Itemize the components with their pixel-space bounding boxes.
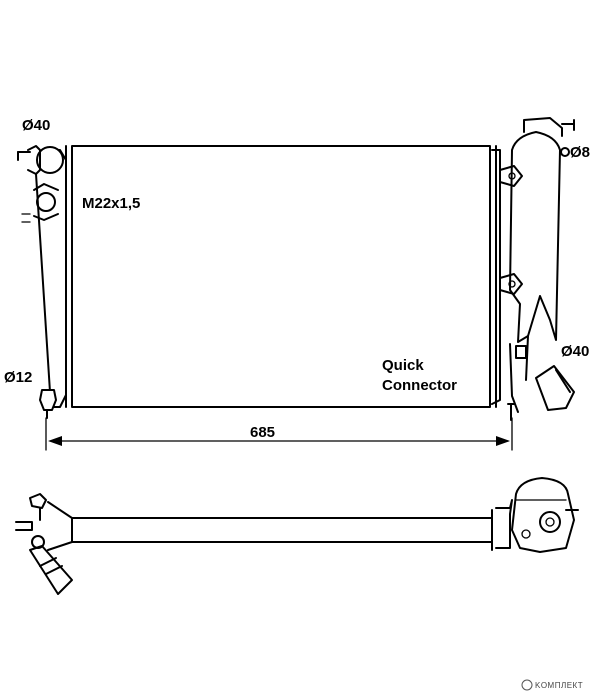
left-bracket bbox=[35, 173, 51, 393]
width-dimension-label: 685 bbox=[250, 424, 275, 441]
watermark-logo-icon bbox=[521, 679, 533, 691]
bleed-diameter-label: Ø8 bbox=[570, 144, 590, 161]
quick-connector-outlet bbox=[535, 365, 575, 411]
width-dimension bbox=[45, 417, 513, 451]
drain-plug bbox=[39, 389, 57, 411]
connector-label-line2: Connector bbox=[382, 377, 457, 394]
bleed-nipple bbox=[560, 147, 570, 157]
thread-fitting bbox=[36, 192, 56, 212]
outlet-diameter-label: Ø40 bbox=[561, 343, 589, 360]
front-view bbox=[17, 117, 575, 451]
bottom-left-fittings bbox=[15, 493, 73, 595]
left-side-tank bbox=[17, 145, 67, 419]
reservoir-top-view bbox=[511, 477, 575, 553]
drain-diameter-label: Ø12 bbox=[4, 369, 32, 386]
right-side-tank bbox=[491, 117, 575, 421]
inlet-pipe bbox=[36, 146, 64, 174]
watermark: KOMПЛЕКТ bbox=[521, 679, 583, 691]
bottom-right-reservoir bbox=[495, 477, 579, 553]
watermark-text: KOMПЛЕКТ bbox=[535, 681, 583, 690]
bottom-view bbox=[15, 477, 579, 595]
thread-label: M22x1,5 bbox=[82, 195, 140, 212]
inlet-diameter-label: Ø40 bbox=[22, 117, 50, 134]
radiator-core bbox=[71, 145, 491, 408]
connector-label-line1: Quick bbox=[382, 357, 424, 374]
expansion-reservoir bbox=[509, 131, 561, 343]
